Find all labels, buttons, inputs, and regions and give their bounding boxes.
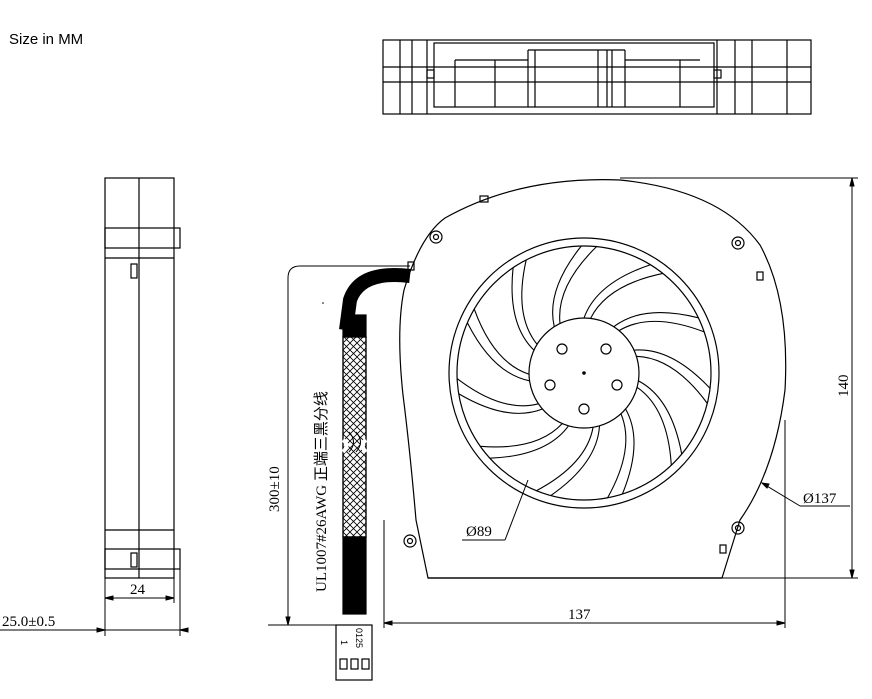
- overall-height-dimension: [620, 177, 858, 579]
- impeller-blade-edge: [618, 320, 705, 333]
- impeller-blade: [583, 264, 651, 319]
- overall-width-label: 137: [568, 607, 591, 623]
- impeller-blade-edge: [590, 272, 663, 319]
- side-view: [104, 177, 181, 579]
- impeller-blade-edge: [607, 413, 627, 499]
- impeller-blade: [550, 425, 601, 497]
- impeller-blade-edge: [473, 308, 530, 375]
- housing-diameter-leader: [760, 482, 850, 507]
- wire-length-dimension: [268, 265, 410, 626]
- impeller-diameter-label: Ø89: [466, 524, 492, 540]
- wire-spec-label: UL1007#26AWG 正端三黑分线: [313, 391, 330, 592]
- side-width-label: 24: [130, 582, 146, 598]
- impeller-blade: [489, 425, 569, 459]
- impeller-blade-edge: [636, 355, 708, 404]
- impeller-blade-edge: [559, 246, 597, 324]
- impeller-blade-edge: [480, 423, 563, 448]
- top-view: [382, 39, 812, 115]
- impeller-blade: [638, 380, 683, 455]
- impeller-blade-edge: [456, 378, 539, 407]
- overall-height-label: 140: [836, 375, 852, 398]
- impeller-blade: [511, 267, 535, 351]
- impeller-blade-edge: [536, 427, 594, 492]
- impeller-blade-edge: [521, 259, 538, 345]
- impeller-blade: [466, 322, 530, 382]
- impeller-blade: [621, 408, 635, 495]
- connector-pin-mark: 1: [339, 640, 349, 645]
- impeller-blade: [458, 393, 543, 414]
- impeller-blades: [456, 245, 711, 499]
- impeller-diameter-leader: [462, 479, 529, 541]
- side-thickness-label: 25.0±0.5: [2, 614, 55, 630]
- impeller-blade: [613, 312, 699, 328]
- wire-length-label: 300±10: [267, 466, 283, 512]
- cable: [339, 268, 411, 615]
- impeller-blade: [633, 349, 711, 389]
- housing-diameter-label: Ø137: [803, 491, 837, 507]
- connector: [335, 624, 373, 681]
- page-title: Size in MM: [9, 31, 84, 48]
- impeller-blade-edge: [636, 386, 672, 466]
- impeller: [448, 237, 720, 509]
- impeller-blade: [552, 245, 582, 327]
- connector-label: 0125: [354, 628, 364, 648]
- blower-housing: [399, 179, 787, 579]
- side-dimensions: [0, 569, 189, 636]
- overall-width-dimension: [383, 420, 786, 628]
